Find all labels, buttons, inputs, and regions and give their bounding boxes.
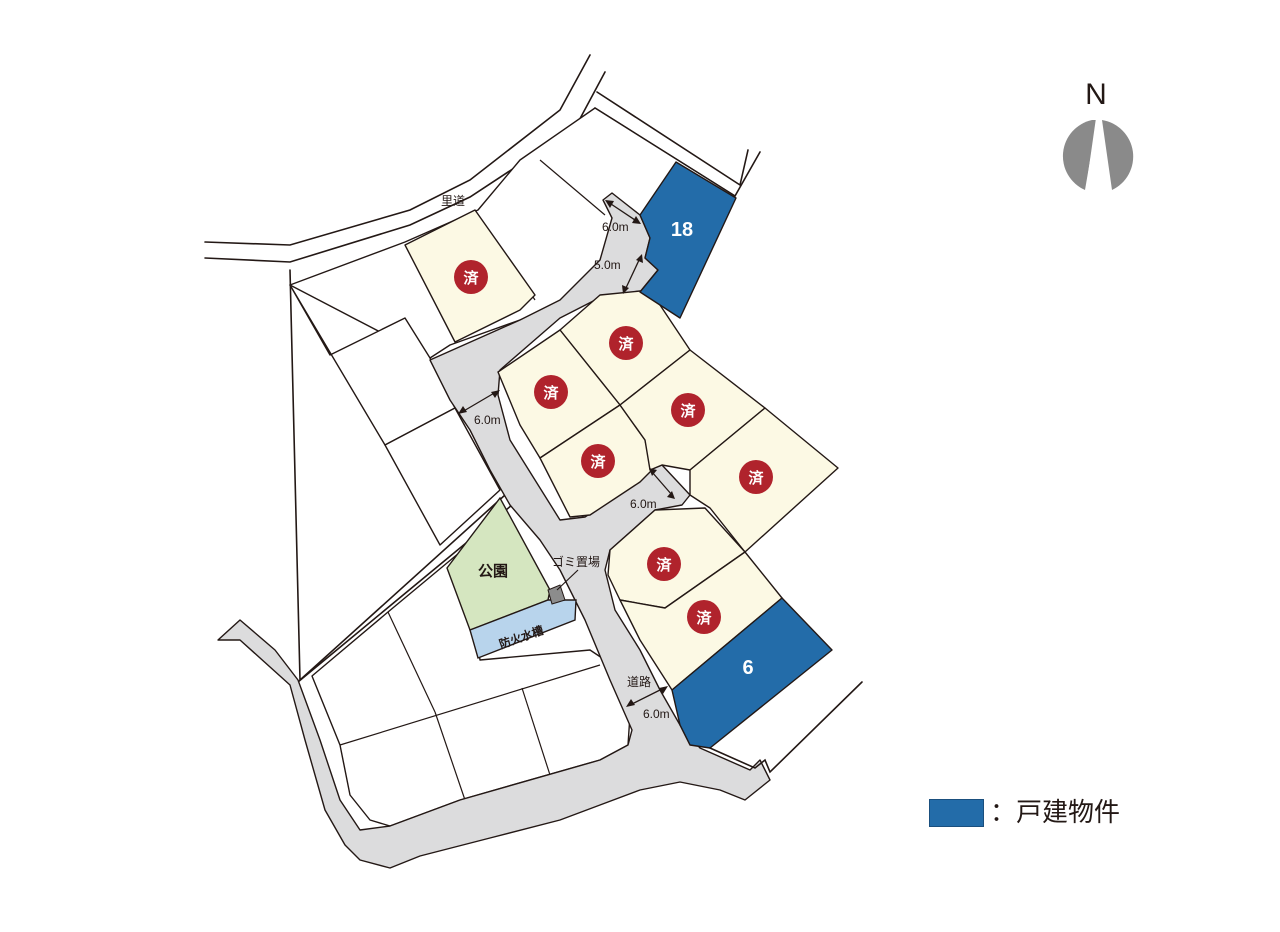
svg-text:済: 済 (680, 402, 696, 420)
lot-divider (339, 664, 601, 746)
svg-text:済: 済 (463, 269, 479, 287)
sold-badge: 済 (687, 600, 721, 634)
lot-divider (434, 711, 466, 801)
lot-divider (387, 611, 436, 713)
south-east-boundary (709, 681, 863, 774)
sold-badge: 済 (739, 460, 773, 494)
legend-label: ：戸建物件 (990, 798, 1121, 828)
north-boundary-line (204, 54, 591, 246)
lot-18[interactable] (639, 161, 737, 319)
fire-water-tank (469, 599, 577, 659)
sold-badge: 済 (534, 375, 568, 409)
north-east-boundary (596, 91, 749, 187)
garbage-leader-line (556, 569, 579, 591)
svg-text:済: 済 (590, 453, 606, 471)
sold-badge: 済 (647, 547, 681, 581)
dimension-label: 6.0m (474, 413, 501, 427)
dimension-label: 6.0m (643, 707, 670, 721)
dimension-label: 5.0m (594, 258, 621, 272)
label-satomichi: 里道 (441, 194, 465, 208)
dimension-label: 6.0m (630, 497, 657, 511)
lot-divider (521, 687, 551, 776)
svg-text:済: 済 (543, 384, 559, 402)
svg-text:済: 済 (618, 335, 634, 353)
svg-text:済: 済 (656, 556, 672, 574)
dimension-arrows (458, 200, 675, 707)
label-garbage: ゴミ置場 (552, 554, 600, 569)
svg-text:済: 済 (696, 609, 712, 627)
lot-other (384, 407, 501, 546)
lot-divider (539, 159, 606, 216)
dimension-label: 6.0m (602, 220, 629, 234)
north-arrow-icon (1062, 117, 1134, 190)
label-park: 公園 (478, 562, 508, 580)
sold-badge: 済 (581, 444, 615, 478)
sold-badge: 済 (609, 326, 643, 360)
legend-swatch (929, 799, 984, 827)
svg-text:済: 済 (748, 469, 764, 487)
lot-number-18: 18 (671, 219, 693, 241)
sold-badge: 済 (454, 260, 488, 294)
garbage-spot (547, 584, 566, 605)
lot-number-6: 6 (742, 657, 753, 679)
label-road: 道路 (627, 674, 651, 689)
sold-badge: 済 (671, 393, 705, 427)
north-label: N (1085, 78, 1107, 111)
